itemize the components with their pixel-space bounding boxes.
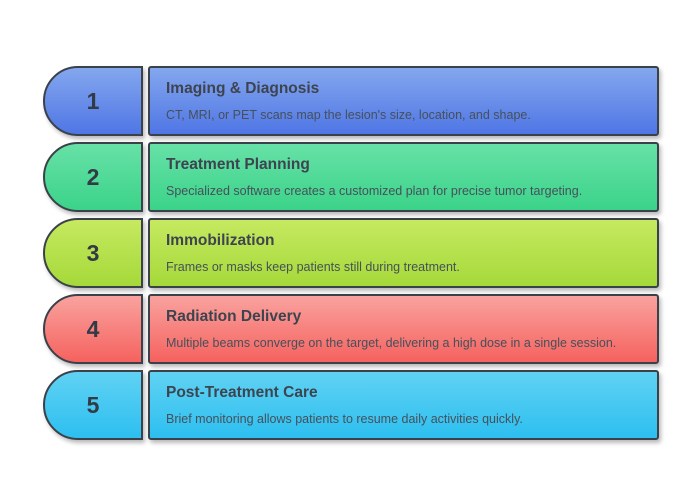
step-description: Specialized software creates a customize… [166,184,583,199]
process-step-row-2: 2 Treatment Planning Specialized softwar… [43,142,659,212]
step-card: Radiation Delivery Multiple beams conver… [148,294,659,364]
process-step-row-1: 1 Imaging & Diagnosis CT, MRI, or PET sc… [43,66,659,136]
step-title: Immobilization [166,232,275,249]
step-title: Treatment Planning [166,156,310,173]
step-title: Post-Treatment Care [166,384,318,401]
process-step-row-4: 4 Radiation Delivery Multiple beams conv… [43,294,659,364]
step-number-badge: 4 [43,294,143,364]
step-description: Multiple beams converge on the target, d… [166,336,617,351]
process-step-row-3: 3 Immobilization Frames or masks keep pa… [43,218,659,288]
step-card: Post-Treatment Care Brief monitoring all… [148,370,659,440]
step-number-badge: 2 [43,142,143,212]
process-steps-list: 1 Imaging & Diagnosis CT, MRI, or PET sc… [43,66,659,440]
step-title: Imaging & Diagnosis [166,80,320,97]
step-title: Radiation Delivery [166,308,302,325]
step-description: Frames or masks keep patients still duri… [166,260,460,275]
step-number-badge: 5 [43,370,143,440]
step-number-badge: 3 [43,218,143,288]
step-card: Treatment Planning Specialized software … [148,142,659,212]
step-card: Immobilization Frames or masks keep pati… [148,218,659,288]
step-number: 5 [86,391,100,418]
process-step-row-5: 5 Post-Treatment Care Brief monitoring a… [43,370,659,440]
step-number: 3 [86,239,100,266]
step-number: 4 [86,315,100,342]
step-number: 1 [86,87,100,114]
step-number-badge: 1 [43,66,143,136]
step-description: CT, MRI, or PET scans map the lesion's s… [166,108,531,123]
step-number: 2 [86,163,100,190]
step-card: Imaging & Diagnosis CT, MRI, or PET scan… [148,66,659,136]
step-description: Brief monitoring allows patients to resu… [166,412,523,427]
